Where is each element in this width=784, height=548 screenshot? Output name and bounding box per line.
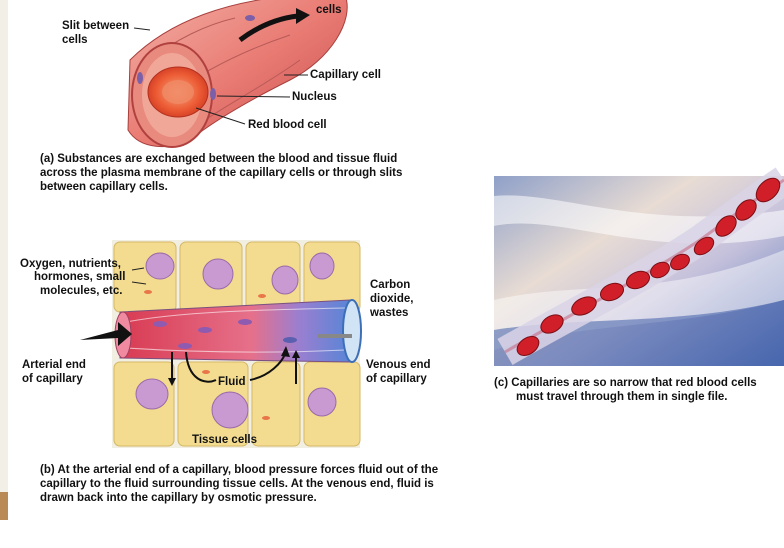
caption-c-line2: must travel through them in single file. — [516, 391, 728, 403]
caption-a-text: Substances are exchanged between the blo… — [40, 153, 403, 193]
label-venous-1: Venous end — [366, 359, 431, 371]
label-slit-between-cells-1: Slit between — [62, 20, 130, 32]
label-fluid: Fluid — [218, 376, 246, 388]
label-nucleus: Nucleus — [292, 91, 337, 103]
label-red-blood-cell: Red blood cell — [248, 119, 327, 131]
caption-c: (c) Capillaries are so narrow that red b… — [494, 376, 784, 404]
label-carbon-3: wastes — [370, 307, 409, 319]
rbc-single-file — [516, 177, 781, 357]
micrograph-photo — [494, 167, 784, 366]
capillary-tube-b — [114, 299, 362, 363]
label-oxygen-3: molecules, etc. — [40, 285, 123, 297]
label-slit-between-cells-2: cells — [62, 34, 88, 46]
label-carbon-1: Carbon — [370, 279, 411, 291]
page-edge-strip-dark — [0, 492, 8, 520]
label-venous-2: of capillary — [366, 373, 427, 385]
label-oxygen-2: hormones, small — [34, 271, 126, 283]
label-arterial-2: of capillary — [22, 373, 83, 385]
label-capillary-cell: Capillary cell — [310, 69, 381, 81]
tissue-cells-lower — [113, 361, 361, 447]
caption-b-letter: (b) — [40, 464, 55, 476]
caption-a-letter: (a) — [40, 153, 55, 165]
caption-b: (b) At the arterial end of a capillary, … — [40, 463, 450, 505]
label-carbon-2: dioxide, — [370, 293, 414, 305]
caption-b-text: At the arterial end of a capillary, bloo… — [40, 464, 439, 504]
page-edge-strip — [0, 0, 8, 520]
caption-c-line1: Capillaries are so narrow that red blood… — [511, 377, 757, 389]
caption-c-letter: (c) — [494, 377, 509, 389]
label-tissue-cells: Tissue cells — [192, 434, 257, 446]
capillary-tube-a — [127, 0, 348, 148]
caption-a: (a) Substances are exchanged between the… — [40, 152, 430, 194]
label-to-tissue-cells: cells — [316, 4, 342, 16]
panel-b-illustration — [80, 240, 362, 448]
label-oxygen-1: Oxygen, nutrients, — [20, 258, 121, 270]
label-arterial-1: Arterial end — [22, 359, 86, 371]
